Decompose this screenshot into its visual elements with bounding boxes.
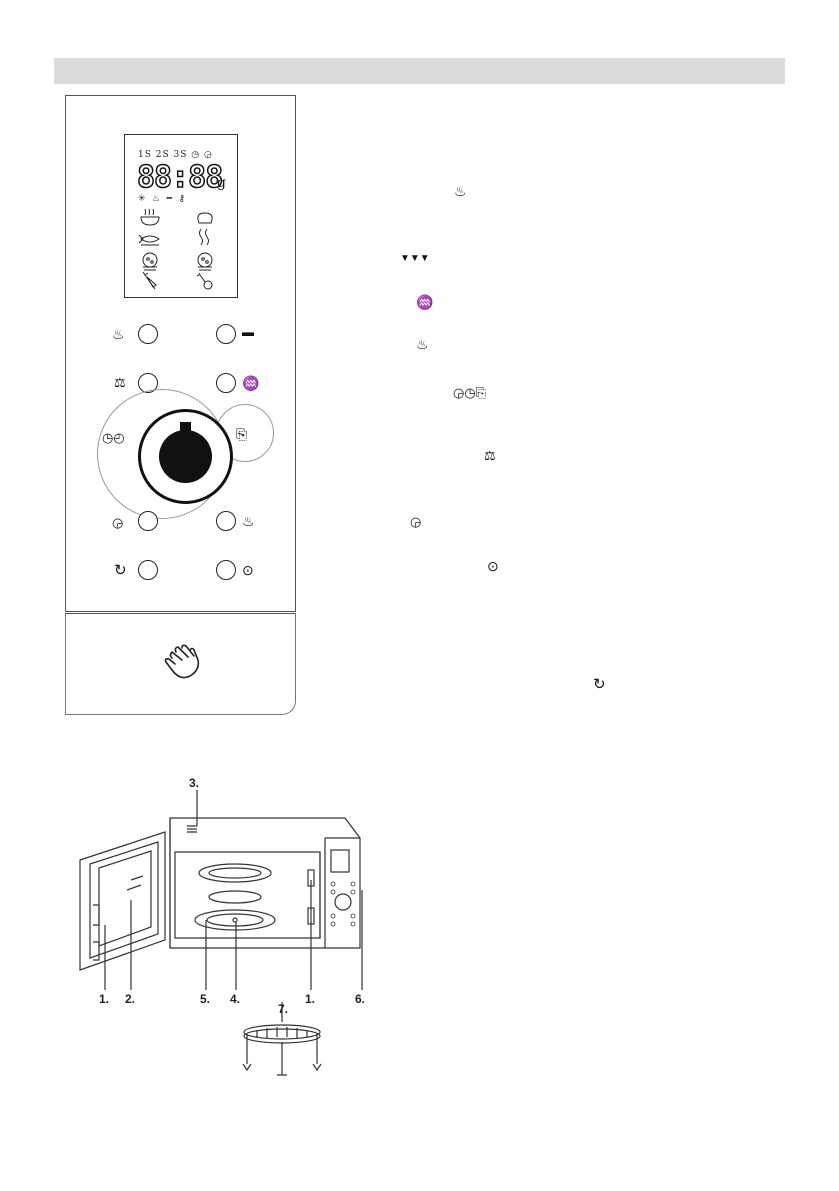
microwave-waves-icon: ♨ <box>112 326 125 342</box>
microwave-diagram: 3. 1. 2. 5. 4. 1. 6. 7. <box>75 760 375 1090</box>
steam-icon <box>199 228 209 246</box>
grill-bar-icon: ▼▼▼ <box>400 253 430 264</box>
weight-scale-icon: ⚖ <box>114 375 126 390</box>
callout-turntable: 4. <box>230 992 241 1006</box>
weight-unit: g <box>217 175 226 191</box>
start-button[interactable] <box>138 560 158 580</box>
microwave-drawing <box>79 790 363 1076</box>
combi-grill-2-icon: ♨ <box>416 336 429 352</box>
lcd-display: 1S 2S 3S ◷ ◶ 88:88 g ✳ ♨ ━ ⚷ <box>124 134 238 298</box>
section-header-bar <box>54 58 785 84</box>
callout-door-window: 2. <box>125 992 136 1006</box>
combi-grill-1-button[interactable] <box>216 373 236 393</box>
clock-timer-icon: ◶◷⎘ <box>453 385 487 400</box>
combi-grill-1-icon: ♒ <box>242 375 260 391</box>
memory-indicators: 1S 2S 3S ◷ ◶ <box>138 150 213 160</box>
door-open-pad[interactable] <box>65 613 296 715</box>
pizza-2-icon <box>197 252 213 271</box>
delay-start-icon: ◶ <box>410 514 422 529</box>
pizza-1-icon <box>142 252 158 271</box>
combi-grill-1-icon: ♒ <box>416 294 434 310</box>
fish-icon <box>138 234 160 246</box>
grill-bar-icon: ▬ <box>242 325 254 339</box>
soup-icon <box>140 208 160 226</box>
knob-body[interactable] <box>159 422 212 483</box>
mode-indicators: ✳ ♨ ━ ⚷ <box>138 193 188 203</box>
combi-grill-2-button[interactable] <box>216 511 236 531</box>
drumstick-icon <box>196 272 213 290</box>
auto-menu-icon: ⎘ <box>236 426 248 442</box>
panel-upper: 1S 2S 3S ◷ ◶ 88:88 g ✳ ♨ ━ ⚷ <box>65 95 296 612</box>
hand-door-open-icon <box>164 644 200 679</box>
stop-icon: ⊙ <box>242 562 254 578</box>
delay-start-icon: ◶ <box>112 515 124 530</box>
grill-button[interactable] <box>216 324 236 344</box>
knob-notch <box>180 422 191 436</box>
callout-rack: 7. <box>278 1002 289 1016</box>
callout-vent: 3. <box>189 776 200 790</box>
knob-area: ◷◴ ⎘ <box>96 389 276 519</box>
weight-scale-icon: ⚖ <box>484 448 496 463</box>
stop-button[interactable] <box>216 560 236 580</box>
bread-icon <box>197 212 213 224</box>
microwave-waves-icon: ♨ <box>454 183 467 199</box>
start-icon: ↻ <box>114 562 127 579</box>
control-knob[interactable] <box>138 409 233 504</box>
clock-timer-icon: ◷◴ <box>102 430 125 445</box>
program-icons <box>138 208 213 290</box>
microwave-button[interactable] <box>138 324 158 344</box>
start-icon: ↻ <box>593 676 606 693</box>
callout-door-latch: 1. <box>99 992 110 1006</box>
callout-control-panel: 6. <box>355 992 366 1006</box>
combi-grill-2-icon: ♨ <box>242 513 255 529</box>
callout-latch-slot: 1. <box>305 992 316 1006</box>
callout-roller-ring: 5. <box>200 992 211 1006</box>
delay-start-button[interactable] <box>138 511 158 531</box>
digit-readout: 88:88 <box>136 159 224 196</box>
control-panel: 1S 2S 3S ◷ ◶ 88:88 g ✳ ♨ ━ ⚷ <box>65 95 296 715</box>
stop-icon: ⊙ <box>487 558 499 574</box>
vegetable-icon <box>142 271 157 290</box>
